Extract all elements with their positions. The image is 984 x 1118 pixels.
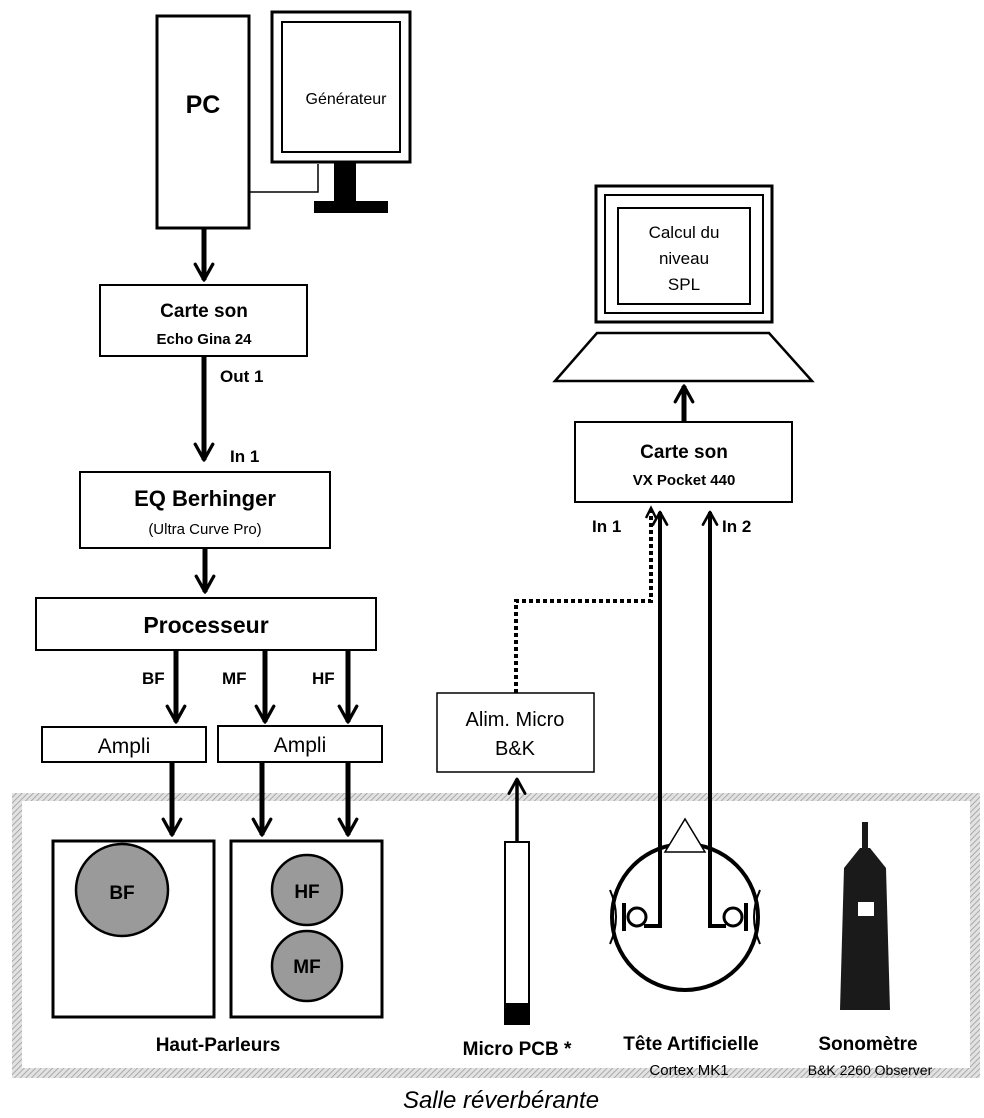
head-model: Cortex MK1 [649, 1062, 728, 1079]
soundcard-echo-title: Carte son [160, 301, 248, 322]
microphone-body [504, 841, 530, 1025]
mic-power-line1: Alim. Micro [466, 709, 565, 731]
head-cable-right [701, 510, 726, 928]
meter-model: B&K 2260 Observer [808, 1062, 933, 1078]
amp-left-box [41, 726, 207, 763]
processor-bf-label: BF [142, 669, 165, 688]
soundcard-echo-out-label: Out 1 [220, 367, 263, 386]
generator-label: Générateur [306, 91, 388, 108]
head-title: Tête Artificielle [623, 1034, 759, 1055]
mic-cable-dotted [514, 510, 653, 693]
artificial-head [609, 817, 761, 992]
generator-monitor [270, 10, 412, 213]
processor-mf-label: MF [222, 669, 247, 688]
amp-left-label: Ampli [98, 735, 151, 758]
spl-line2: niveau [659, 249, 709, 268]
processor-hf-label: HF [312, 669, 335, 688]
pc-label: PC [186, 91, 221, 119]
mic-power-box [436, 692, 595, 773]
meter-title: Sonomètre [818, 1034, 917, 1055]
mic-power-line2: B&K [495, 738, 536, 760]
speakers-caption: Haut-Parleurs [156, 1035, 281, 1056]
sound-level-meter [840, 822, 890, 1010]
processor-box [35, 597, 377, 651]
amp-right-box [217, 725, 383, 763]
amp-right-label: Ampli [274, 734, 327, 757]
speaker-mf-driver [270, 929, 344, 1003]
speaker-mf-label: MF [293, 957, 320, 978]
soundcard-echo-box [99, 284, 308, 357]
eq-in-label: In 1 [230, 447, 259, 466]
microphone-tip [505, 1003, 529, 1024]
head-cable-left [644, 510, 669, 928]
speaker-bf-label: BF [109, 883, 134, 904]
processor-label: Processeur [143, 612, 268, 638]
soundcard-vx-in1-label: In 1 [592, 517, 621, 536]
pc-tower [155, 14, 251, 230]
speaker-hf-label: HF [294, 882, 319, 903]
equalizer-title: EQ Berhinger [134, 486, 276, 511]
spl-line3: SPL [668, 275, 700, 294]
microphone-label: Micro PCB * [463, 1039, 572, 1060]
soundcard-vx-in2-label: In 2 [722, 517, 751, 536]
soundcard-vx-title: Carte son [640, 442, 728, 463]
soundcard-vx-box [574, 421, 793, 503]
pc-monitor-cable [249, 164, 319, 193]
soundcard-echo-model: Echo Gina 24 [156, 331, 252, 348]
equalizer-subtitle: (Ultra Curve Pro) [148, 521, 261, 538]
soundcard-vx-model: VX Pocket 440 [633, 472, 736, 489]
spl-computer [552, 184, 815, 383]
speaker-bf-driver [74, 842, 170, 938]
speaker-hf-driver [270, 853, 344, 927]
equalizer-box [79, 471, 331, 549]
spl-line1: Calcul du [649, 223, 720, 242]
room-caption: Salle réverbérante [403, 1087, 599, 1114]
